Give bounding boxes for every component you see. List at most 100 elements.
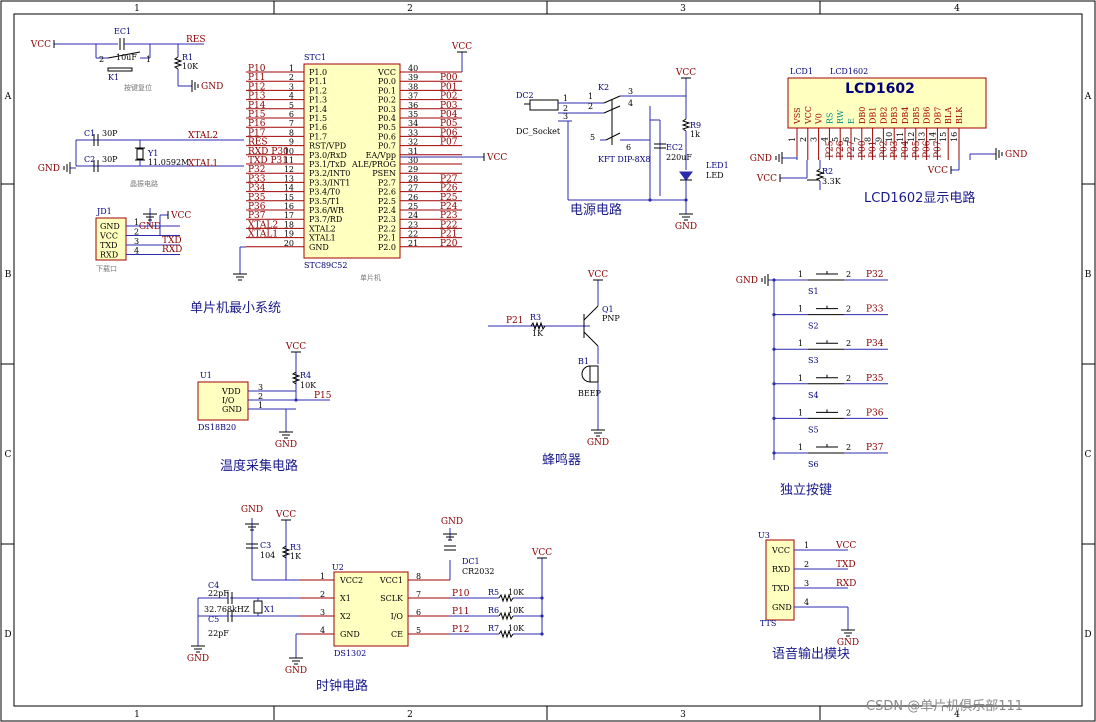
mcu-left-pin: GND <box>309 243 329 252</box>
lcd-net: P06 <box>923 140 933 158</box>
temp-ref: U1 <box>200 371 212 380</box>
frame-row-label: B <box>1085 270 1092 280</box>
key-ref: S2 <box>808 322 819 331</box>
mcu-left-pin: P3.6/WR <box>309 206 345 215</box>
rtc-res-value: 10K <box>508 588 525 597</box>
mcu-left-pin: P1.5 <box>309 114 327 123</box>
pin-number: 3 <box>258 383 263 392</box>
temp-res-ref: R4 <box>300 371 311 380</box>
mcu-right-pin: P0.2 <box>378 96 396 105</box>
mcu-left-pin: P3.4/T0 <box>309 188 340 197</box>
lcd-pin: DB2 <box>879 107 888 124</box>
ec2-ref: EC2 <box>666 143 683 152</box>
pin-number: 5 <box>590 133 595 142</box>
pin-number: 1 <box>320 572 325 581</box>
crystal <box>253 600 263 614</box>
tts-ref: U3 <box>758 531 770 540</box>
pin-number: 17 <box>284 211 294 220</box>
pin-number: 8 <box>289 128 294 137</box>
mcu-right-net: P05 <box>440 119 458 129</box>
ground-label: GND <box>241 505 263 515</box>
mcu-right-pin: P0.0 <box>378 77 396 86</box>
mcu-left-pin: P1.2 <box>309 86 327 95</box>
header-rxd: RXD <box>162 245 182 255</box>
pin-number: 3 <box>320 608 325 617</box>
rtc-right-pin: VCC1 <box>379 576 403 585</box>
pin-number: 12 <box>284 165 294 174</box>
mcu-right-pin: P2.2 <box>378 224 396 233</box>
pin-number: 26 <box>408 193 418 202</box>
transistor <box>583 305 599 321</box>
ground-label: GND <box>441 517 463 527</box>
mcu-right-pin: P0.3 <box>378 105 396 114</box>
lcd-net: P27 <box>847 140 857 158</box>
mcu-right-pin: ALE/PROG <box>351 160 396 169</box>
led-res-ref: R9 <box>690 121 701 130</box>
pin-number: 25 <box>408 202 418 211</box>
mcu-right-pin: VCC <box>377 68 396 77</box>
ec2-value: 220uF <box>666 153 692 162</box>
pin-number: 4 <box>289 92 294 101</box>
lcd-net: P00 <box>858 140 868 158</box>
resistor <box>498 593 514 603</box>
pin-number: 2 <box>846 443 851 452</box>
mcu-right-net: P01 <box>440 82 458 92</box>
pin-number: 2 <box>846 305 851 314</box>
lcd-pin: DB0 <box>858 107 867 124</box>
mcu-left-pin: P3.0/RxD <box>309 151 347 160</box>
c4-ref: C4 <box>208 581 219 590</box>
mcu-right-pin: P0.6 <box>378 132 396 141</box>
ground-label: GND <box>1005 150 1027 160</box>
ground-label: GND <box>187 654 209 664</box>
header-pin: RXD <box>100 251 118 260</box>
lcd-net: P26 <box>836 140 846 158</box>
tts-part: TTS <box>760 619 776 628</box>
res-net: RES <box>186 35 206 45</box>
xtal2-net: XTAL2 <box>188 131 218 141</box>
mcu-right-net: P00 <box>440 73 458 83</box>
pin-number: 3 <box>810 137 819 142</box>
battery-ref: DC1 <box>462 557 480 566</box>
pin-number: 15 <box>284 193 294 202</box>
mcu-left-net: RXD P30 <box>248 147 289 157</box>
mcu-left-net: P16 <box>248 119 266 129</box>
pin-number: 18 <box>284 220 294 229</box>
c4-value: 22pF <box>208 589 229 598</box>
rtc-net: P12 <box>452 625 470 635</box>
pin-number: 4 <box>820 137 829 142</box>
mcu-right-pin: P2.1 <box>378 234 396 243</box>
pin-number: 1 <box>588 92 593 101</box>
vcc-label: VCC <box>927 166 948 176</box>
resistor <box>681 118 691 132</box>
lcd-pin: RS <box>825 112 834 124</box>
mcu-right-net: P24 <box>440 202 458 212</box>
pin-number: 29 <box>408 165 418 174</box>
pin-number: 7 <box>289 119 294 128</box>
junction <box>772 451 776 455</box>
frame-row-label: B <box>5 270 12 280</box>
res-ref: R1 <box>182 53 193 62</box>
key-ref: S3 <box>808 356 819 365</box>
pin-number: 1 <box>804 541 809 550</box>
mcu-left-pin: XTAL2 <box>309 224 336 233</box>
pin-number: 1 <box>798 374 803 383</box>
resistor <box>281 545 291 559</box>
mcu-right-pin: EA/Vpp <box>366 151 396 160</box>
pin-number: 16 <box>950 132 959 142</box>
frame-row-label: C <box>5 450 12 460</box>
led-res-value: 1k <box>690 130 700 139</box>
frame-row-label: C <box>1085 450 1092 460</box>
lcd-body <box>787 77 987 129</box>
mcu-right-net: P23 <box>440 211 458 221</box>
pin-number: 20 <box>284 239 294 248</box>
resistor <box>815 168 825 182</box>
pin-number: 39 <box>408 73 418 82</box>
rtc-res-ref: R6 <box>488 606 499 615</box>
rtc-ref: U2 <box>332 563 344 572</box>
rtc-net: P10 <box>452 589 470 599</box>
pin-number: 13 <box>284 174 294 183</box>
mcu-right-pin: P0.4 <box>378 114 396 123</box>
tts-net: RXD <box>836 579 856 589</box>
mcu-right-pin: P2.3 <box>378 215 396 224</box>
